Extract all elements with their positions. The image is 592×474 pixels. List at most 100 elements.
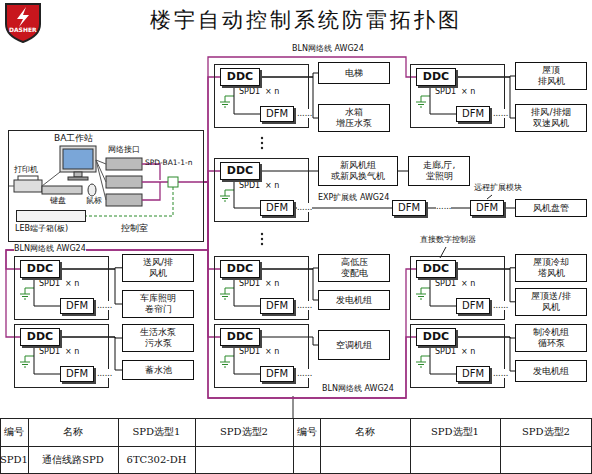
- line-label: EXP扩展线 AWG24: [318, 193, 389, 202]
- table-cell: 名称: [28, 426, 118, 438]
- signal-line: [430, 278, 456, 306]
- dfm-module: DFM: [456, 366, 490, 382]
- bus-line: [204, 171, 220, 182]
- device-label: SPD-BA1-1-n: [145, 159, 192, 168]
- node-label: SPD1: [435, 347, 456, 356]
- ddc-controller: DDC: [220, 162, 260, 180]
- printer-icon: [14, 176, 42, 192]
- ground-symbol: [220, 288, 234, 299]
- node-label: DDC: [421, 70, 451, 83]
- bus-line: [204, 182, 416, 398]
- node-label: 屋顶 排风机: [536, 65, 566, 87]
- node-label: 生活水泵 污水泵: [139, 327, 178, 349]
- node-label: DDC: [225, 164, 255, 177]
- bus-line: [204, 182, 416, 398]
- ground-symbol: [416, 96, 430, 107]
- equipment-box: 蓄水池: [122, 360, 194, 380]
- node-label: DFM: [460, 368, 486, 380]
- ddc-controller: DDC: [20, 260, 60, 278]
- ground-symbol: [20, 288, 34, 299]
- node-label: 空调机组: [335, 340, 374, 351]
- ground-symbol: [220, 356, 234, 367]
- table-grid: [0, 396, 592, 474]
- note-label: 直接数字控制器: [420, 235, 476, 244]
- node-label: DDC: [225, 262, 255, 275]
- signal-line: [456, 269, 515, 302]
- bus-line: [6, 182, 208, 337]
- node-label: DFM: [264, 368, 290, 380]
- signal-line: [260, 171, 318, 172]
- node-label: DFM: [264, 300, 290, 312]
- device-label: 键盘: [50, 196, 66, 205]
- dfm-module: DFM: [260, 106, 294, 122]
- node-label: DDC: [225, 330, 255, 343]
- ddc-controller: DDC: [220, 260, 260, 278]
- equipment-box: 屋顶送/排 风机: [515, 288, 587, 316]
- device-label: 网络接口: [108, 145, 140, 154]
- note-label: 远程扩展模块: [474, 183, 522, 192]
- signal-line: [398, 171, 408, 172]
- equipment-box: 电梯: [318, 62, 390, 84]
- node-label: 屋顶送/排 风机: [530, 291, 573, 313]
- node-label: SPD1: [435, 279, 456, 288]
- node-label: × n: [461, 279, 475, 288]
- node-label: 车库照明 卷帘门: [139, 293, 178, 315]
- node-label: 发电机组: [335, 295, 374, 306]
- node-label: × n: [265, 279, 279, 288]
- signal-line: [260, 337, 318, 345]
- node-label: DDC: [421, 330, 451, 343]
- signal-line: [34, 346, 60, 374]
- ddc-group: SPD1× n......DDCDFM: [214, 64, 309, 128]
- node-label: 屋顶冷却 塔风机: [532, 257, 571, 279]
- node-label: × n: [265, 87, 279, 96]
- node-label: SPD1: [39, 347, 60, 356]
- room-wiring: [8, 160, 204, 216]
- control-room: 控制室LEB端子箱(板): [8, 130, 204, 242]
- dfm-module: DFM: [60, 366, 94, 382]
- ground-symbol: [416, 356, 430, 367]
- ddc-group: SPD1× n......DDCDFM: [410, 256, 505, 320]
- equipment-box: 屋顶 排风机: [515, 62, 587, 90]
- equipment-box: 屋顶冷却 塔风机: [515, 254, 587, 282]
- signal-line: [234, 86, 260, 114]
- dfm-module: DFM: [470, 200, 504, 216]
- node-label: 送风/排 风机: [141, 257, 175, 279]
- node-label: 新风机组 或新风换气机: [330, 160, 387, 182]
- equipment-box: 空调机组: [318, 330, 390, 360]
- node-label: DFM: [64, 300, 90, 312]
- node-label: 发电机组: [532, 366, 571, 377]
- node-label: DDC: [25, 262, 55, 275]
- ddc-group: SPD1× n......DDCDFM: [214, 324, 309, 388]
- table-cell: 名称: [320, 426, 410, 438]
- node-label: DDC: [225, 70, 255, 83]
- equipment-box: 发电机组: [515, 360, 587, 382]
- dfm-module: DFM: [456, 298, 490, 314]
- equipment-box: 高低压 变配电: [318, 254, 390, 282]
- node-label: 走廊,厅, 堂照明: [421, 160, 457, 182]
- ddc-group: SPD1× n......DDCDFM: [14, 324, 109, 388]
- continuation-dots: [261, 137, 263, 245]
- node-label: ......: [493, 369, 508, 378]
- node-label: ......: [297, 301, 312, 310]
- ddc-group: SPD1 × n...... DDC DFM: [410, 324, 505, 388]
- signal-line: [234, 180, 260, 208]
- equipment-box: 水箱 增压水泵: [318, 104, 390, 132]
- signal-line: [430, 86, 456, 114]
- node-label: ......: [493, 301, 508, 310]
- ddc-group: SPD1× n......DDCDFM: [410, 64, 505, 128]
- equipment-box: 风机盘管: [515, 199, 587, 217]
- node-label: DFM: [474, 202, 500, 214]
- node-label: DFM: [460, 300, 486, 312]
- device-label: 打印机: [14, 165, 38, 174]
- node-label: SPD1: [239, 181, 260, 190]
- diagram-title: 楼宇自动控制系统防雷拓扑图: [150, 6, 462, 34]
- node-label: × n: [461, 347, 475, 356]
- bus-label: BLN网络线 AWG24: [14, 244, 86, 253]
- node-label: ......: [297, 203, 312, 212]
- node-label: ......: [97, 301, 112, 310]
- device-label: 鼠标: [86, 196, 102, 205]
- mouse-icon: [88, 184, 96, 196]
- logo-text: DASHER: [9, 27, 37, 34]
- node-label: DFM: [460, 108, 486, 120]
